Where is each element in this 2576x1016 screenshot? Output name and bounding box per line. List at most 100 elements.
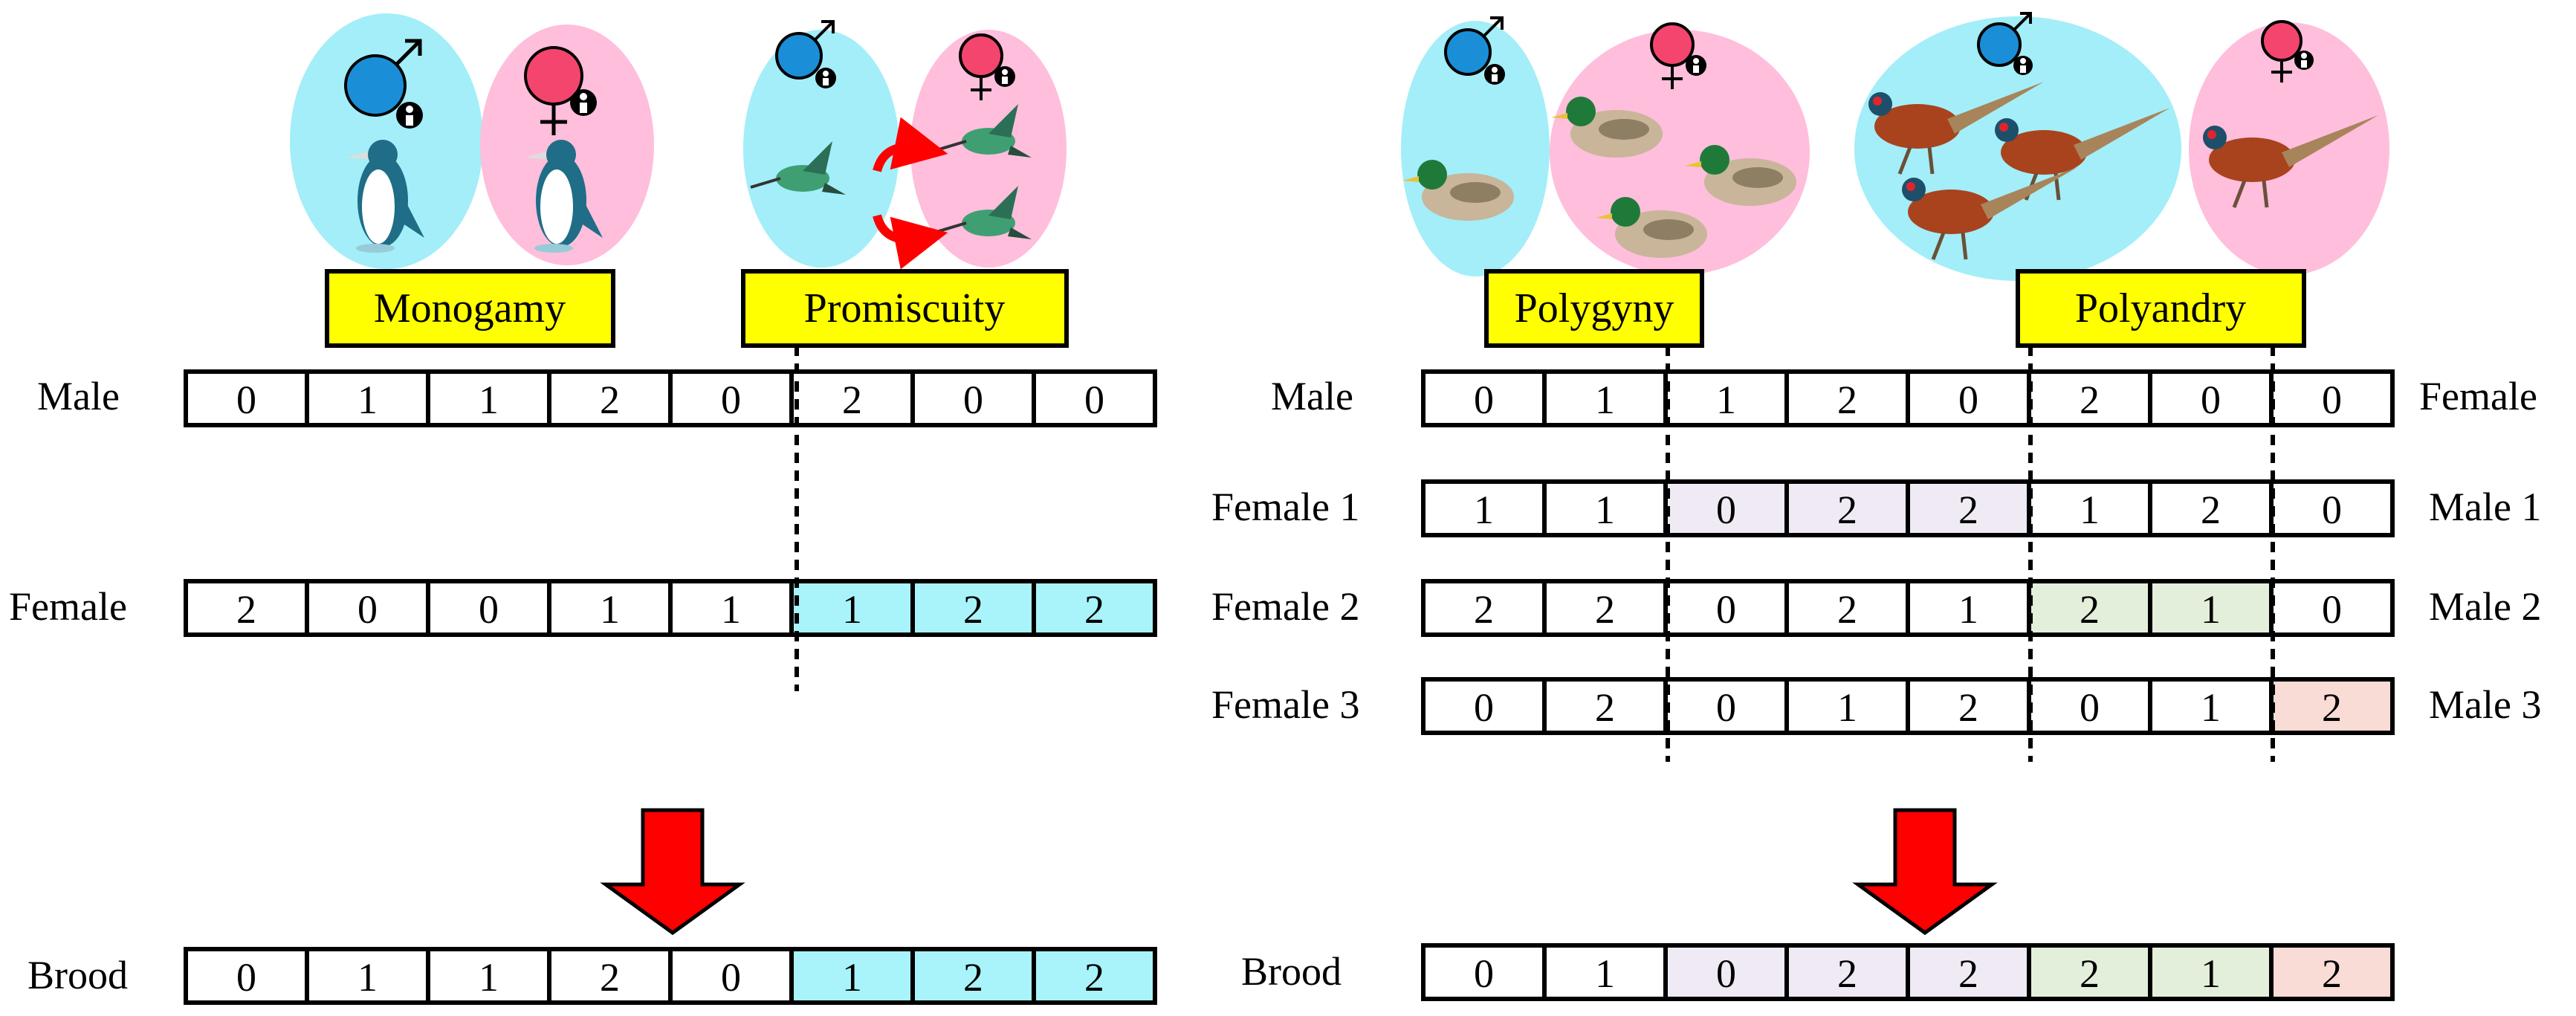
row-label-female-1: Female 1: [1211, 485, 1359, 529]
gene-cell-value: 0: [1716, 951, 1736, 996]
gene-cell: 0: [2269, 479, 2395, 537]
gene-cell: 1: [547, 579, 673, 637]
gene-cell-box: [1906, 369, 2031, 427]
gene-cell-value: 1: [842, 955, 862, 1000]
hummingbird-icon: [936, 186, 1032, 239]
gene-cell-value: 2: [600, 955, 620, 1000]
gene-cell-box: [547, 947, 673, 1005]
strategy-label-text: Polyandry: [2075, 285, 2246, 331]
illustration-promiscuity: [743, 20, 1067, 270]
gene-cell: 1: [1542, 369, 1668, 427]
gene-cell-box: [1906, 943, 2031, 1001]
row-label-brood: Brood: [27, 953, 128, 997]
gene-cell: 1: [789, 947, 915, 1005]
gene-cell: 2: [2027, 369, 2152, 427]
gene-cell: 0: [1421, 943, 1547, 1001]
curved-arrow-icon: [873, 117, 948, 172]
gene-cell-value: 2: [963, 955, 983, 1000]
gene-cell: 2: [1784, 479, 1910, 537]
gene-cell: 1: [1542, 943, 1668, 1001]
gene-cell-box: [426, 947, 551, 1005]
pheasant-icon: [1995, 108, 2170, 201]
gene-cell-box: [1906, 479, 2031, 537]
gene-cell-box: [2269, 579, 2395, 637]
gene-cell-value: 0: [721, 955, 741, 1000]
duck-icon: [1402, 160, 1514, 221]
gene-cell-box: [910, 579, 1036, 637]
illustration-polygyny: [1401, 16, 1810, 276]
gene-cell-value: 0: [479, 587, 499, 632]
gene-cell-value: 2: [236, 587, 256, 632]
male-symbol-icon: [1444, 16, 1505, 85]
gene-cell: 0: [1663, 479, 1789, 537]
gene-cell: 0: [910, 369, 1036, 427]
gene-cell-value: 0: [2322, 587, 2342, 632]
strategy-label-text: Polygyny: [1515, 285, 1674, 331]
gene-cell-value: 1: [1595, 488, 1615, 532]
gene-cell: 0: [1663, 579, 1789, 637]
gene-cell-value: 1: [721, 587, 741, 632]
gene-cell-value: 1: [357, 955, 378, 1000]
gene-cell: 2: [789, 369, 915, 427]
gene-cell: 0: [668, 947, 794, 1005]
gene-cell: 1: [2148, 579, 2274, 637]
gene-cell-value: 1: [600, 587, 620, 632]
gene-cell: 0: [2027, 677, 2152, 735]
gene-cell-value: 0: [1474, 378, 1494, 422]
gene-cell-value: 1: [2201, 685, 2221, 730]
gene-cell: 2: [910, 579, 1036, 637]
row-label-male: Male: [1271, 374, 1353, 418]
gene-cell-box: [789, 579, 915, 637]
row-label-female: Female: [9, 584, 127, 629]
gene-cell-box: [1663, 579, 1789, 637]
duck-icon: [1551, 97, 1663, 158]
gene-cell-value: 0: [1716, 685, 1736, 730]
gene-cell-box: [547, 369, 673, 427]
gene-cell: 1: [305, 947, 430, 1005]
gene-cell-box: [1421, 479, 1547, 537]
gene-cell-value: 2: [1595, 587, 1615, 632]
gene-cell: 2: [2027, 579, 2152, 637]
gene-cell-value: 2: [2080, 951, 2100, 996]
gene-cell: 1: [2148, 677, 2274, 735]
gene-cell: 0: [1421, 369, 1547, 427]
gene-cell-value: 2: [1958, 685, 1978, 730]
gene-cell: 0: [1032, 369, 1157, 427]
gene-cell-value: 2: [2080, 378, 2100, 422]
gene-cell: 2: [910, 947, 1036, 1005]
gene-cell-value: 0: [1958, 378, 1978, 422]
curved-arrow-icon: [873, 214, 948, 270]
pheasant-icon: [2203, 115, 2378, 208]
gene-cell: 1: [426, 369, 551, 427]
gene-cell: 1: [2027, 479, 2152, 537]
gene-cell-value: 2: [2201, 488, 2221, 532]
gene-cell-box: [426, 579, 551, 637]
gene-cell: 1: [1784, 677, 1910, 735]
row-label-brood: Brood: [1241, 949, 1342, 994]
gene-cell: 0: [2269, 369, 2395, 427]
pheasant-icon: [1902, 167, 2077, 260]
gene-cell: 2: [1784, 369, 1910, 427]
gene-cell-value: 0: [236, 955, 256, 1000]
gene-cell-value: 2: [1084, 587, 1104, 632]
female-symbol-icon: [524, 46, 597, 135]
gene-cell-value: 2: [1474, 587, 1494, 632]
gene-cell-value: 0: [1474, 685, 1494, 730]
strategy-label-promiscuity: Promiscuity: [741, 269, 1069, 348]
gene-cell-box: [2269, 677, 2395, 735]
gene-cell-value: 0: [963, 378, 983, 422]
gene-cell-box: [1906, 677, 2031, 735]
gene-cell: 1: [1663, 369, 1789, 427]
gene-cell-box: [1784, 579, 1910, 637]
gene-cell-box: [1784, 677, 1910, 735]
gene-cell-value: 0: [2201, 378, 2221, 422]
down-arrow-icon: [1852, 808, 1998, 936]
gene-cell-value: 2: [600, 378, 620, 422]
gene-cell-value: 1: [479, 378, 499, 422]
gene-cell-value: 2: [2080, 587, 2100, 632]
gene-cell-value: 1: [1474, 488, 1494, 532]
gene-cell-box: [1663, 369, 1789, 427]
